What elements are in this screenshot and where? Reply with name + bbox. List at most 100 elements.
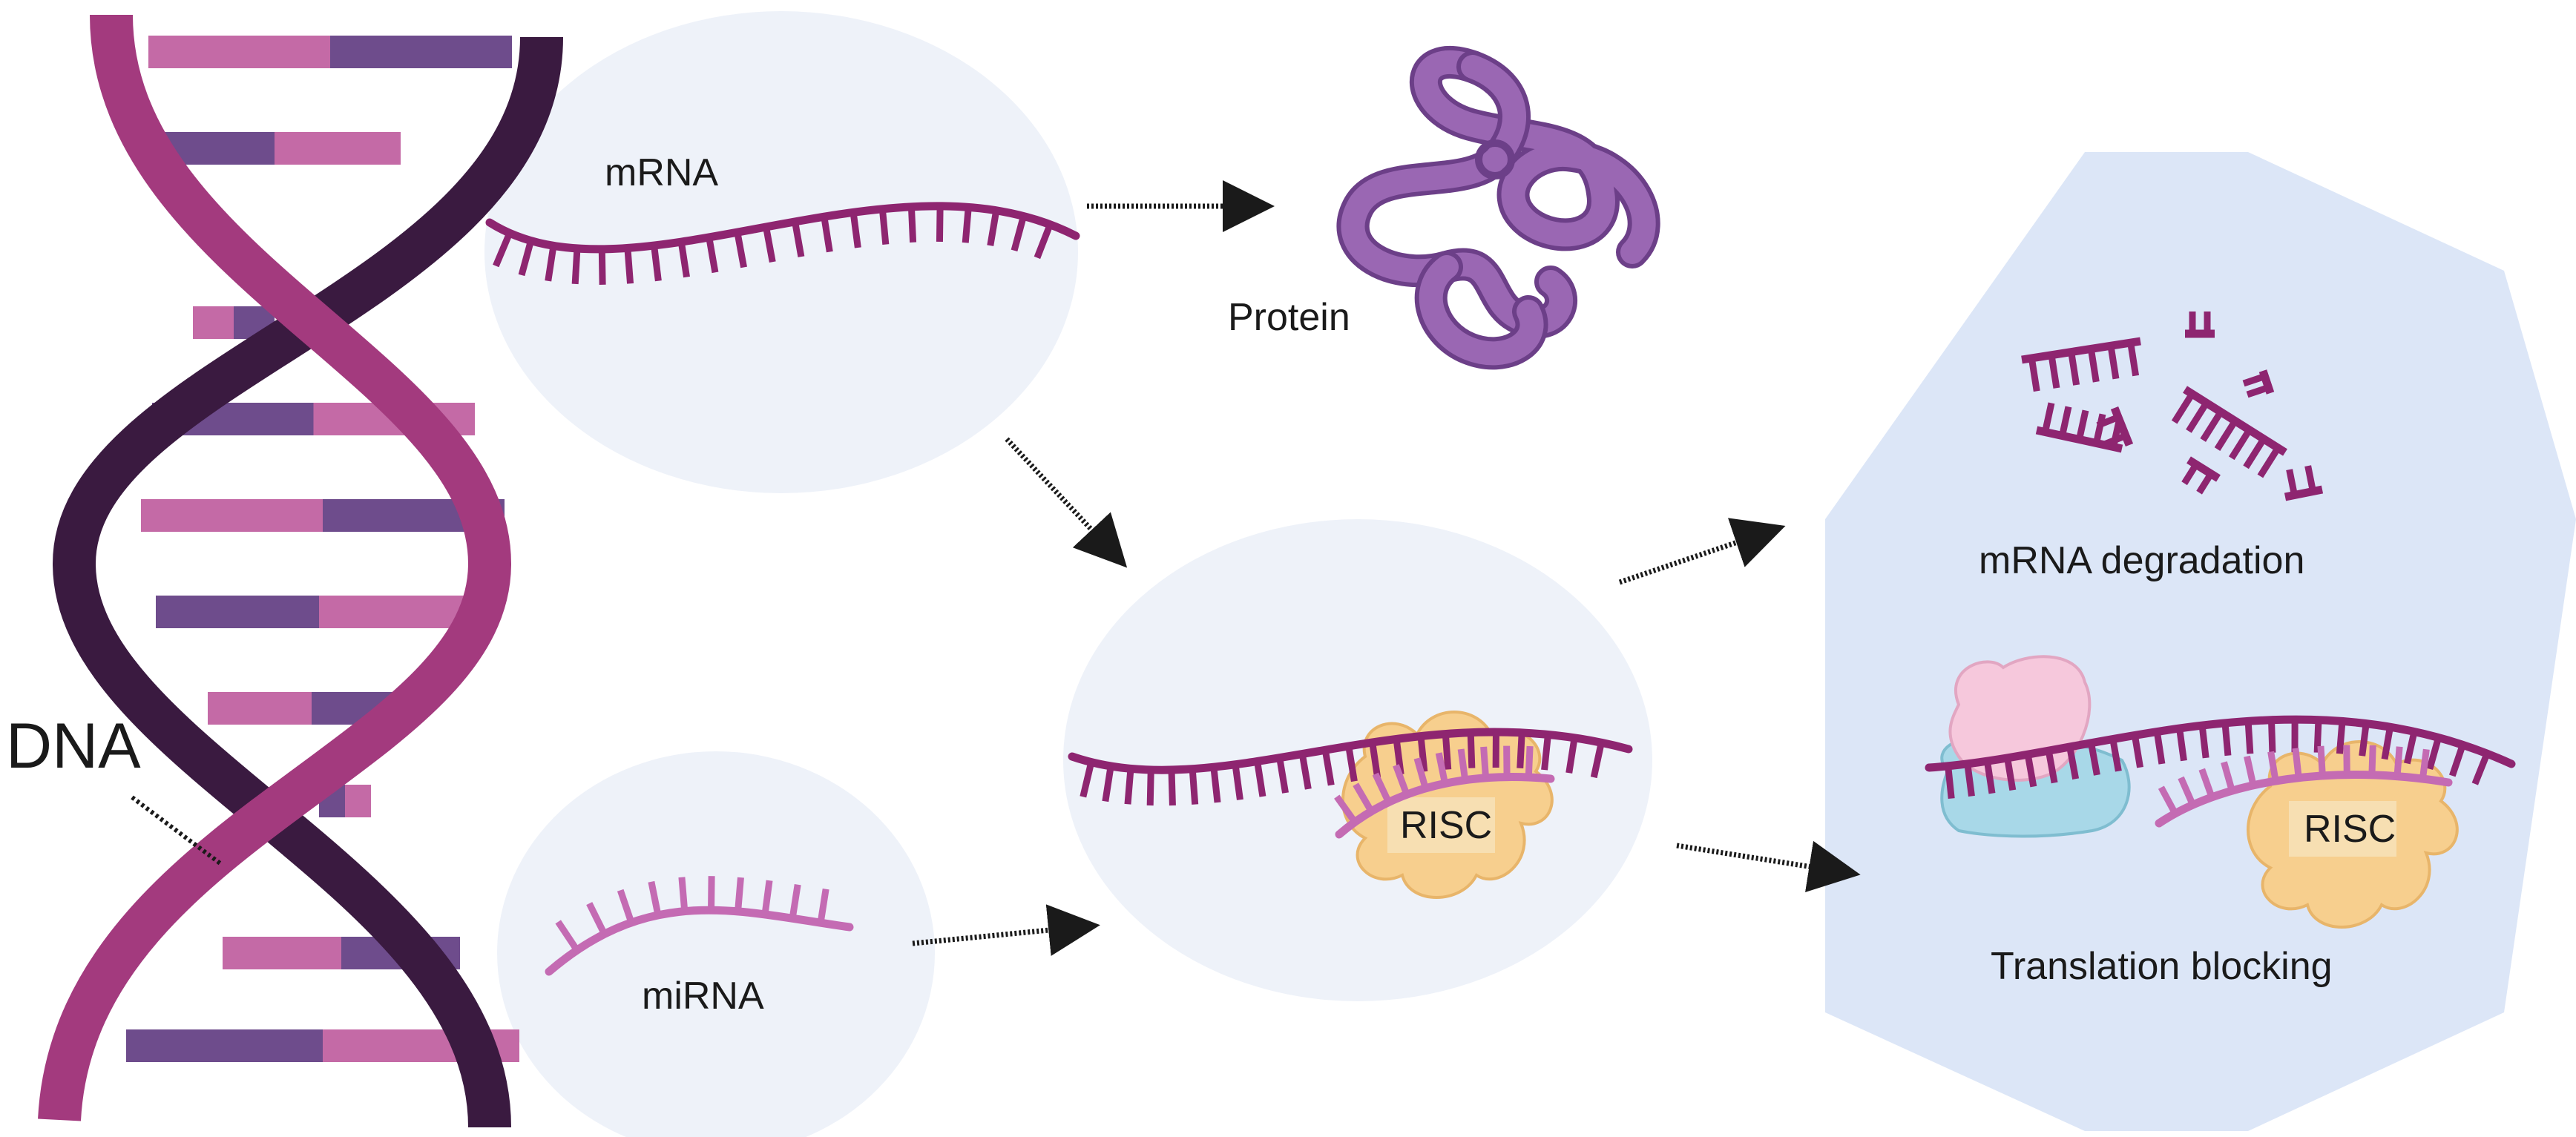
translation-blocking-label: Translation blocking — [1991, 945, 2333, 988]
block-mirna-base — [2244, 755, 2257, 786]
mrna-mirna-duplex-block — [1925, 715, 2516, 828]
block-mrna-base — [2359, 723, 2370, 757]
block-mrna-base — [1945, 765, 1955, 800]
mrna-base — [493, 231, 513, 268]
arrow-mirna-to-risc — [912, 904, 1100, 956]
mirna-base — [817, 889, 829, 923]
block-mrna-base — [2131, 734, 2143, 768]
mrna-fragment — [2185, 312, 2215, 338]
block-mirna-backbone — [2155, 770, 2453, 828]
block-mrna-base — [2471, 752, 2491, 785]
fragment-base — [2229, 428, 2253, 461]
dna-backbone-dark — [52, 36, 563, 1128]
center-mrna-base — [1417, 736, 1428, 772]
fragment-base — [2093, 413, 2106, 444]
center-mirna-base — [1435, 752, 1449, 785]
center-mrna-base — [1124, 768, 1134, 805]
dna-backbone-magenta — [38, 14, 512, 1121]
fragment-base — [2107, 345, 2120, 380]
center-mirna-base — [1413, 757, 1429, 790]
fragment-base — [2181, 462, 2199, 486]
fragment-base — [2096, 414, 2120, 429]
fragment-base — [2042, 402, 2055, 433]
center-mirna-base — [1480, 746, 1490, 779]
block-mrna-base — [2426, 736, 2442, 771]
block-mirna-base — [2158, 785, 2178, 815]
mirna-base — [789, 884, 801, 919]
mrna-base — [850, 211, 861, 248]
block-mrna-base — [2024, 754, 2037, 788]
block-mrna-base — [2244, 721, 2254, 754]
mrna-degradation-label: mRNA degradation — [1979, 539, 2304, 582]
mirna-base — [648, 880, 662, 916]
dna-helix — [38, 14, 563, 1128]
fragment-base — [2196, 472, 2214, 495]
center-mirna-base — [1525, 745, 1534, 778]
mrna-fragments — [2021, 312, 2324, 501]
block-mrna-base — [1964, 763, 1975, 797]
center-mrna-base — [1541, 734, 1551, 771]
mrna-base — [677, 241, 690, 278]
center-mrna-base — [1232, 764, 1243, 800]
fragment-base — [2087, 348, 2100, 383]
mrna-base — [651, 245, 662, 282]
arrow-risc-to-blocking — [1676, 840, 1861, 892]
mrna-base — [792, 221, 805, 257]
center-mirna-base — [1457, 748, 1469, 781]
block-mirna-base — [2317, 745, 2326, 777]
center-mrna-base — [1254, 760, 1266, 797]
fragment-base — [2186, 401, 2209, 433]
center-mrna-base — [1321, 749, 1335, 786]
arrow-mrna-to-risc — [1005, 437, 1128, 568]
mrna-base — [962, 207, 972, 243]
block-mrna-base — [2088, 742, 2100, 776]
mrna-base — [907, 206, 917, 243]
center-mrna-base — [1210, 766, 1221, 803]
mirna-base — [617, 889, 635, 924]
block-mrna-base — [2313, 719, 2322, 753]
fragment-base — [2171, 392, 2195, 424]
mrna-fragment — [2284, 465, 2324, 501]
risc-label-center: RISC — [1400, 804, 1492, 847]
block-mirna-base — [2292, 748, 2302, 779]
center-mrna-base — [1146, 769, 1154, 806]
block-mrna-base — [1984, 760, 1996, 794]
mrna-base — [545, 245, 557, 282]
center-mirna-base — [1393, 764, 1410, 796]
mrna-fragment — [2021, 337, 2141, 392]
fragment-base — [2127, 342, 2140, 377]
risc-label-box-center — [1387, 797, 1495, 853]
center-mrna-base — [1442, 734, 1452, 770]
block-mirna-base — [2368, 745, 2376, 775]
risc-bubble — [1063, 519, 1652, 1001]
center-mrna-base — [1517, 732, 1525, 768]
mirna-base — [735, 877, 744, 912]
mrna-fragment — [2181, 456, 2221, 495]
mrna-base — [706, 237, 719, 274]
block-mrna-base — [2045, 750, 2058, 784]
mirna-base — [678, 877, 689, 912]
block-mrna-base — [2066, 746, 2080, 780]
fragment-base — [2048, 355, 2060, 389]
mrna-base — [987, 210, 1000, 246]
block-mirna-base — [2178, 776, 2196, 806]
dna-label: DNA — [6, 711, 141, 782]
mirna-base — [586, 902, 608, 936]
block-mrna-base — [2336, 721, 2346, 754]
block-mirna-base — [2419, 748, 2430, 780]
block-mrna-base — [2449, 743, 2466, 777]
block-mrna-base — [2004, 757, 2017, 791]
protein-label: Protein — [1228, 296, 1350, 339]
fragment-base — [2103, 432, 2127, 447]
fragment-base — [2028, 357, 2040, 392]
mirna-bubble — [497, 751, 935, 1137]
mrna-fragment — [2096, 406, 2134, 447]
block-mirna-base — [2393, 746, 2403, 777]
mrna-fragment — [2242, 369, 2275, 398]
block-mrna-base — [2176, 728, 2187, 762]
fragment-base — [2200, 409, 2224, 442]
block-mrna-base — [2268, 719, 2276, 753]
center-mirna-backbone — [1335, 773, 1555, 839]
center-mrna-base — [1189, 768, 1199, 805]
fragment-base — [2286, 469, 2298, 496]
